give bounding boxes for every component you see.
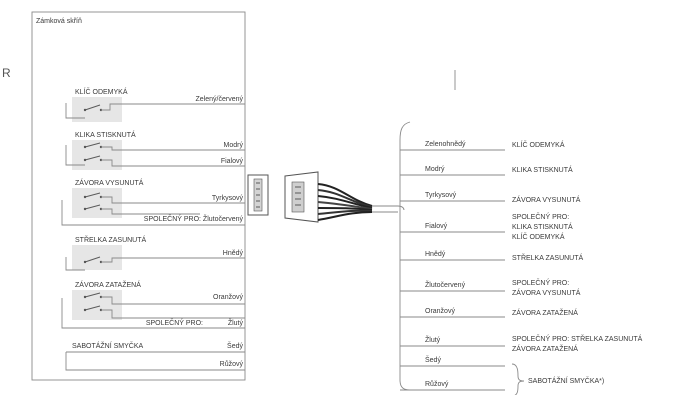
wire-label: SPOLEČNÝ PRO: <box>146 318 203 327</box>
wire-label: SPOLEČNÝ PRO: Žlutočervený <box>144 214 244 223</box>
wire-label: Modrý <box>224 142 244 149</box>
wire-label: Tyrkysový <box>212 195 244 202</box>
lock-housing: Zámková skříň <box>31 11 246 381</box>
wire-label: Fialový <box>221 158 244 165</box>
right-color: Žlutý <box>425 335 441 344</box>
signal-label: ZÁVORA VYSUNUTÁ <box>75 178 144 187</box>
right-color: Žlutočervený <box>425 280 466 289</box>
stray-letter: R <box>2 66 11 80</box>
right-color: Tyrkysový <box>425 192 457 199</box>
right-desc: ZÁVORA ZATAŽENÁ <box>512 308 578 317</box>
right-desc: KLÍČ ODEMYKÁ <box>512 140 565 149</box>
lock-title: Zámková skříň <box>36 18 82 25</box>
wire-label: Žlutý <box>228 318 244 327</box>
cable-bundle <box>317 183 405 221</box>
signal-label: KLÍČ ODEMYKÁ <box>75 87 128 96</box>
right-desc: ZÁVORA ZATAŽENÁ <box>512 344 578 353</box>
right-desc: SPOLEČNÝ PRO: <box>512 212 569 221</box>
wire-label: Zelený/červený <box>196 96 244 103</box>
signal-label: STŘELKA ZASUNUTÁ <box>75 235 147 244</box>
switch-bolt-extended: ZÁVORA VYSUNUTÁ <box>72 178 144 218</box>
switch-latch-retracted: STŘELKA ZASUNUTÁ <box>72 235 147 270</box>
right-desc: ZÁVORA VYSUNUTÁ <box>512 288 581 297</box>
right-color: Hnědý <box>425 251 446 258</box>
internal-wiring <box>61 103 245 371</box>
left-wire-labels: Zelený/červený Modrý Fialový Tyrkysový S… <box>144 96 244 368</box>
switch-bolt-retracted: ZÁVORA ZATAŽENÁ <box>72 280 141 320</box>
wire-label: Šedý <box>227 341 243 350</box>
right-desc: SPOLEČNÝ PRO: <box>512 278 569 287</box>
right-color: Šedý <box>425 355 441 364</box>
connector-socket <box>284 171 319 223</box>
right-color-labels: Zelenohnědý Modrý Tyrkysový Fialový Hněd… <box>425 141 466 388</box>
switch-handle-pressed: KLIKA STISKNUTÁ <box>72 130 136 170</box>
wire-label: Hnědý <box>223 250 244 257</box>
right-desc: KLIKA STISKNUTÁ <box>512 165 573 174</box>
right-desc: STŘELKA ZASUNUTÁ <box>512 253 584 262</box>
wire-label: Růžový <box>220 360 244 368</box>
switch-key-unlock: KLÍČ ODEMYKÁ <box>72 87 128 122</box>
signal-label: SABOTÁŽNÍ SMYČKA <box>72 341 144 350</box>
right-color: Růžový <box>425 380 449 388</box>
right-desc: SPOLEČNÝ PRO: STŘELKA ZASUNUTÁ <box>512 334 643 343</box>
sabotage-label: SABOTÁŽNÍ SMYČKA*) <box>528 376 604 385</box>
signal-label: ZÁVORA ZATAŽENÁ <box>75 280 141 289</box>
right-desc: ZÁVORA VYSUNUTÁ <box>512 195 581 204</box>
right-descriptions: KLÍČ ODEMYKÁ KLIKA STISKNUTÁ ZÁVORA VYSU… <box>512 140 643 385</box>
signal-label: KLIKA STISKNUTÁ <box>75 130 136 139</box>
right-color: Fialový <box>425 223 448 230</box>
right-color: Zelenohnědý <box>425 141 466 148</box>
right-fanout <box>399 70 525 395</box>
right-desc: KLIKA STISKNUTÁ <box>512 222 573 231</box>
right-color: Modrý <box>425 166 445 173</box>
right-desc: KLÍČ ODEMYKÁ <box>512 232 565 241</box>
connector-plug <box>247 174 269 216</box>
wire-label: Oranžový <box>213 294 243 301</box>
right-color: Oranžový <box>425 308 455 315</box>
